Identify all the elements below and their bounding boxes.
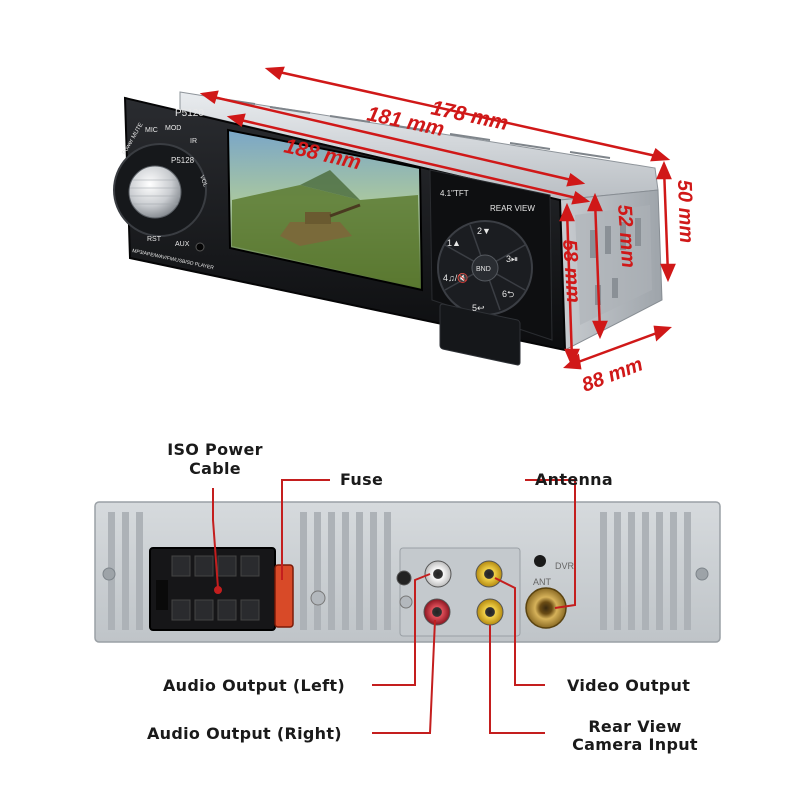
- callout-antenna: Antenna: [535, 470, 613, 489]
- button-3[interactable]: 3⏯: [506, 254, 518, 264]
- callout-lines: [212, 479, 576, 734]
- sd-slot-cover: [439, 303, 521, 366]
- dimension-lines: [199, 66, 676, 370]
- volume-knob[interactable]: [128, 165, 182, 219]
- callout-audio-right: Audio Output (Right): [147, 724, 342, 743]
- button-4[interactable]: 4♫/🔇: [443, 272, 468, 283]
- label-rst: RST: [147, 236, 162, 243]
- rca-audio-left[interactable]: [424, 560, 452, 588]
- label-mic: MIC: [145, 127, 158, 134]
- dim-58: 58 mm: [558, 239, 584, 304]
- head-unit-rear: DVR ANT: [94, 501, 721, 643]
- aux-jack[interactable]: [195, 242, 205, 252]
- label-ir: IR: [190, 138, 197, 145]
- button-5[interactable]: 5↩: [472, 303, 485, 313]
- callout-fuse: Fuse: [340, 470, 384, 489]
- panel-ant-label: ANT: [533, 577, 552, 587]
- dim-50: 50 mm: [673, 179, 697, 243]
- rca-camera-input[interactable]: [476, 598, 504, 626]
- callout-audio-left: Audio Output (Left): [163, 676, 345, 695]
- callout-iso-power-cable: ISO Power Cable: [167, 440, 263, 478]
- model-knob: P5128: [171, 156, 195, 165]
- button-6[interactable]: 6⮌: [502, 289, 514, 299]
- dim-52: 52 mm: [613, 204, 639, 269]
- rca-video-output[interactable]: [475, 560, 503, 588]
- callout-rear-view-camera: Rear View Camera Input: [572, 717, 698, 754]
- fuse: [274, 564, 294, 628]
- head-unit-front: P5120 P5128 MIC MOD IR Power MUTE VOL RS…: [113, 91, 663, 366]
- model-top: P5120: [175, 108, 204, 119]
- antenna-jack[interactable]: [525, 587, 567, 629]
- rear-view-text: REAR VIEW: [490, 204, 535, 213]
- dim-88: 88 mm: [579, 353, 646, 396]
- tank-graphic: [280, 222, 352, 246]
- label-aux: AUX: [175, 241, 190, 248]
- label-vol: VOL: [198, 175, 208, 189]
- button-1[interactable]: 1▲: [447, 238, 461, 248]
- callout-video-output: Video Output: [567, 676, 691, 695]
- label-mod: MOD: [165, 125, 181, 132]
- button-2[interactable]: 2▼: [477, 226, 491, 236]
- bnd-button[interactable]: [471, 254, 499, 282]
- bnd-label: BND: [476, 266, 491, 273]
- rca-audio-right[interactable]: [423, 598, 451, 626]
- panel-dvr-label: DVR: [555, 561, 575, 571]
- screen-size-text: 4.1"TFT: [440, 189, 469, 198]
